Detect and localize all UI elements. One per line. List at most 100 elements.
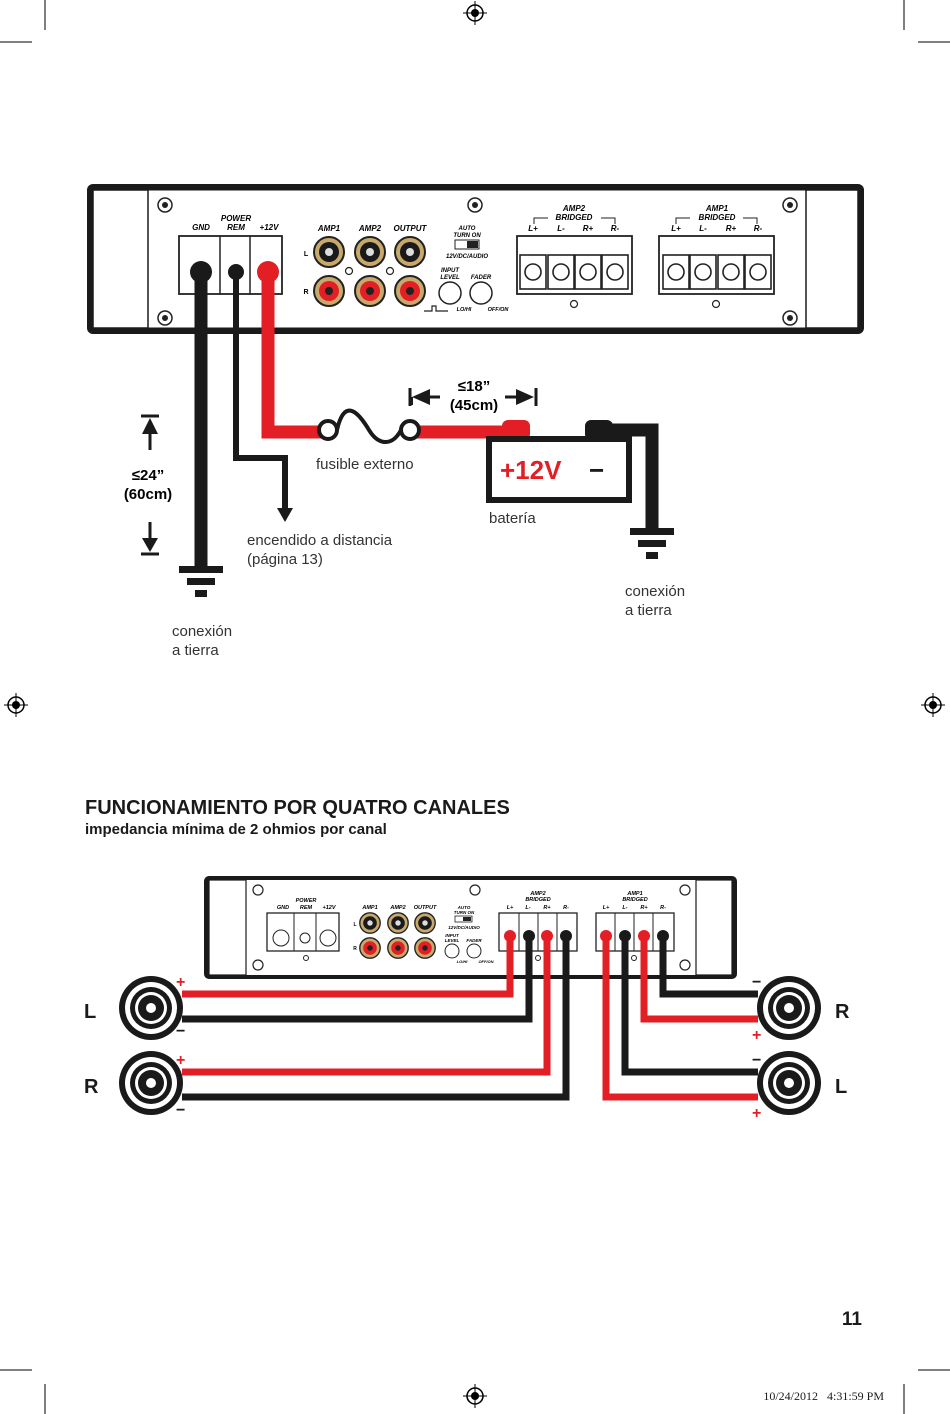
amp2-rplus-label: R+ [583, 224, 594, 233]
terminal-wire-ends [504, 930, 669, 942]
remote-page-label: (página 13) [247, 551, 323, 568]
polarity-minus: − [176, 1102, 185, 1119]
amp2-lminus-label: L- [557, 224, 565, 233]
rca-jack[interactable] [394, 275, 426, 307]
speaker-terminal[interactable] [662, 254, 690, 290]
rca-r-label: R [303, 289, 308, 296]
speaker-terminal[interactable] [601, 254, 629, 290]
polarity-plus: + [176, 974, 185, 991]
power-wiring: +12V − [179, 261, 674, 597]
fuse-distance-cm: (45cm) [450, 397, 498, 414]
b-lohi-label: LO/HI [457, 959, 469, 964]
amp1-bridged-label: AMP1 [705, 204, 729, 213]
rca-jack[interactable] [313, 236, 345, 268]
speaker-terminal[interactable] [717, 254, 745, 290]
b-bridged2-label: BRIDGED [525, 897, 550, 903]
ground-symbol-right [630, 528, 674, 559]
ground-distance: ≤24” [132, 467, 164, 484]
rca-jack[interactable] [354, 236, 386, 268]
b-dcaudio-label: 12V/DC/AUDIO [448, 925, 480, 930]
b-offon-label: OFF/ON [478, 959, 493, 964]
speaker-terminal[interactable] [547, 254, 575, 290]
speaker-right-front [756, 975, 822, 1041]
b-bridged1-label: BRIDGED [622, 897, 647, 903]
polarity-minus: − [752, 974, 761, 991]
remote-label: encendido a distancia [247, 532, 393, 549]
amp1-rplus-label: R+ [726, 224, 737, 233]
section-subtitle: impedancia mínima de 2 ohmios por canal [85, 821, 387, 838]
speaker-right-rear [756, 1050, 822, 1116]
fuse-label: fusible externo [316, 456, 414, 473]
b-auto-label: AUTO [457, 905, 471, 910]
speaker-left-front [118, 975, 184, 1041]
b-amp2b-label: AMP2 [529, 891, 545, 897]
registration-mark-left [3, 692, 29, 718]
speaker-terminal[interactable] [689, 254, 717, 290]
b-power-label: POWER [296, 898, 317, 904]
b-amp1-lminus: L- [622, 905, 627, 911]
lohi-label: LO/HI [457, 307, 472, 313]
fuse-distance: ≤18” [458, 378, 490, 395]
rca-jack[interactable] [394, 236, 426, 268]
input-level-label: INPUT [441, 268, 460, 274]
b-input-label: INPUT [445, 933, 460, 938]
b-output-label: OUTPUT [414, 905, 437, 911]
distance-marker-ground: ≤24” (60cm) [124, 414, 172, 556]
b-plus12-label: +12V [323, 905, 337, 911]
speaker-left-rear [118, 1050, 184, 1116]
amp2-rminus-label: R- [611, 224, 620, 233]
ground-distance-cm: (60cm) [124, 486, 172, 503]
registration-mark-right [920, 692, 946, 718]
speaker-terminal[interactable] [574, 254, 602, 290]
battery-label: batería [489, 510, 536, 527]
polarity-marks: + − + − − + − + [176, 974, 761, 1122]
input-level-label-2: LEVEL [440, 275, 460, 281]
b-amp1-label: AMP1 [361, 905, 377, 911]
battery-minus-label: − [589, 455, 604, 485]
b-amp1-lplus: L+ [603, 905, 610, 911]
ground-left-label-2: a tierra [172, 642, 219, 659]
speaker-terminal[interactable] [744, 254, 772, 290]
b-amp2-lplus: L+ [507, 905, 514, 911]
page-number: 11 [842, 1309, 863, 1330]
b-amp1-rplus: R+ [640, 905, 648, 911]
b-amp2-lminus: L- [525, 905, 530, 911]
ground-left-label: conexión [172, 623, 232, 640]
b-amp2-rminus: R- [563, 905, 569, 911]
output-rca-label: OUTPUT [394, 224, 428, 233]
amp2-rca-label: AMP2 [358, 224, 382, 233]
speaker-wiring [182, 936, 758, 1101]
ground-right-label-2: a tierra [625, 602, 672, 619]
channel-label-left-bottom: R [84, 1076, 99, 1098]
polarity-plus: + [176, 1052, 185, 1069]
auto-turn-on-label: AUTO [458, 226, 476, 232]
input-level-knob[interactable] [438, 281, 462, 305]
polarity-minus: − [752, 1052, 761, 1069]
channel-label-right-bottom: L [835, 1076, 847, 1098]
auto-turn-on-label-2: TURN ON [453, 233, 481, 239]
b-gnd-label: GND [277, 905, 289, 911]
channel-label-left-top: L [84, 1001, 96, 1023]
speaker-terminal[interactable] [519, 254, 547, 290]
b-fader-label: FADER [466, 938, 482, 943]
channel-label-right-top: R [835, 1001, 850, 1023]
fader-knob[interactable] [469, 281, 493, 305]
rca-l-label: L [304, 251, 309, 258]
rca-jack[interactable] [354, 275, 386, 307]
amp1-lplus-label: L+ [671, 224, 681, 233]
gnd-label: GND [192, 223, 210, 232]
rca-jack[interactable] [313, 275, 345, 307]
b-level-label: LEVEL [445, 938, 460, 943]
plus12-label: +12V [260, 223, 280, 232]
amplifier-top: POWER GND REM +12V AMP1 AMP2 OUTPUT L R … [87, 184, 864, 334]
b-amp2-label: AMP2 [389, 905, 405, 911]
b-r-label: R [353, 946, 357, 952]
polarity-plus: + [752, 1105, 761, 1122]
b-l-label: L [353, 922, 356, 928]
distance-marker-fuse: ≤18” (45cm) [408, 378, 538, 414]
rem-label: REM [227, 223, 245, 232]
b-rem-label: REM [300, 905, 313, 911]
polarity-minus: − [176, 1023, 185, 1040]
